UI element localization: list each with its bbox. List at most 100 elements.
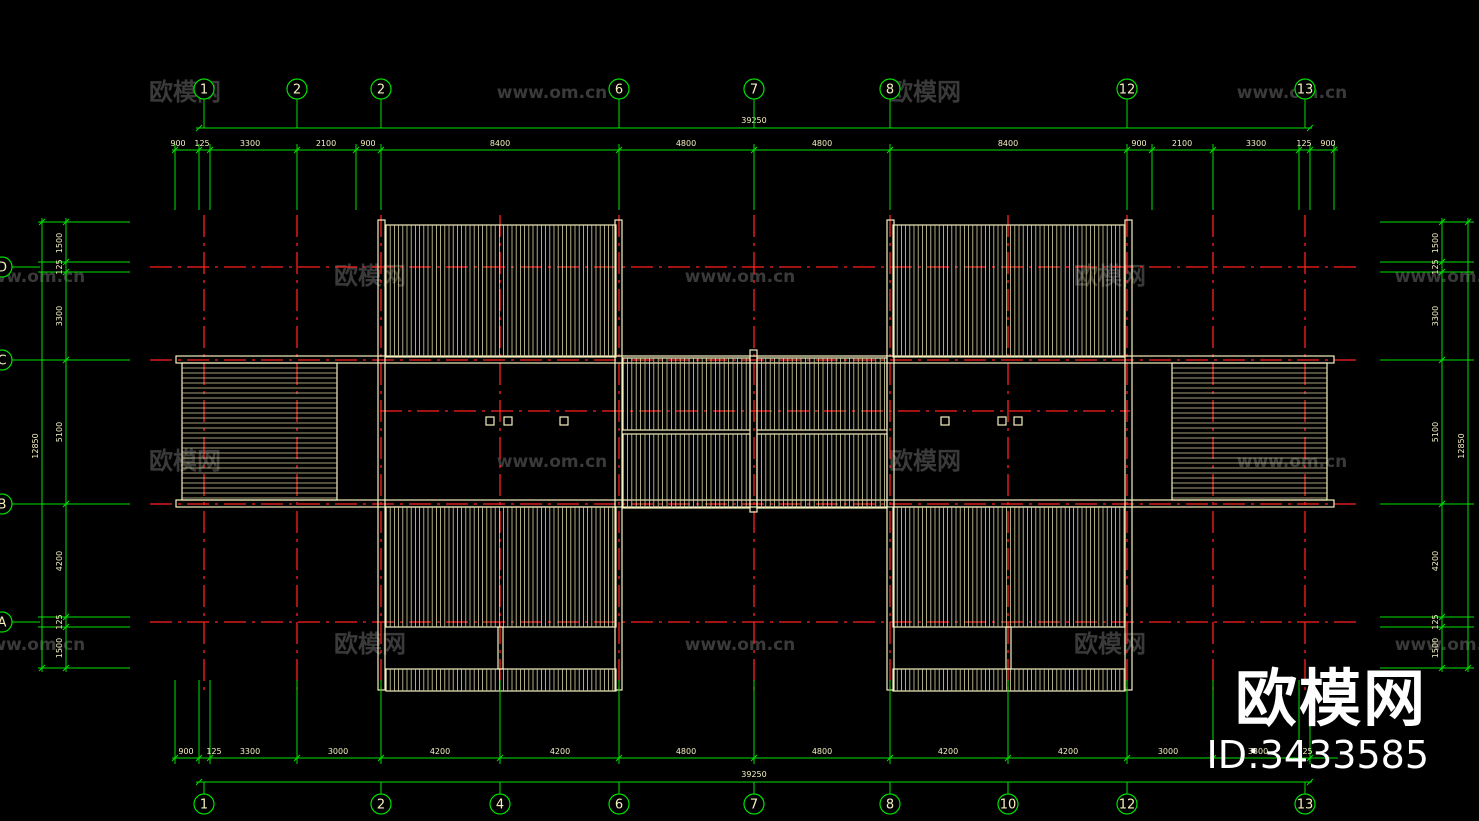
dimension-tick	[195, 778, 203, 786]
axis-bubble-bottom-label: 2	[377, 798, 385, 813]
dimension-value-top: 900	[1131, 139, 1146, 148]
eave-beam	[175, 355, 1335, 364]
watermark-text: www.om.cn	[1237, 452, 1348, 472]
dimension-value-right: 5100	[1431, 422, 1440, 442]
axis-bubble-left-label: C	[0, 354, 7, 369]
dimension-value-bottom: 3000	[1158, 747, 1178, 756]
axis-bubble-bottom	[489, 793, 511, 815]
axis-bubble-top	[193, 78, 215, 100]
dimension-value-bottom: 125	[1297, 747, 1312, 756]
dimension-tick	[1464, 218, 1472, 226]
dimension-value-left: 1500	[55, 638, 64, 658]
axis-bubble-left	[0, 611, 13, 633]
dimension-value-top: 8400	[490, 139, 510, 148]
dimension-value-right: 1500	[1431, 638, 1440, 658]
roof-hatched-block	[892, 224, 1126, 358]
axis-bubble-left	[0, 493, 13, 515]
axis-bubble-bottom-label: 13	[1297, 798, 1314, 813]
dimension-total-right: 12850	[1457, 433, 1466, 458]
dimension-value-top: 3300	[1246, 139, 1266, 148]
skylight	[485, 416, 495, 426]
axis-bubble-bottom-label: 7	[750, 798, 758, 813]
watermark-text: www.om.cn	[1395, 635, 1479, 655]
watermark-text: www.om.cn	[1237, 83, 1348, 103]
axis-bubble-top-label: 6	[615, 83, 623, 98]
lower-divider	[1005, 626, 1012, 670]
dimension-total-left: 12850	[31, 433, 40, 458]
dimension-value-bottom: 900	[178, 747, 193, 756]
axis-bubble-top	[1294, 78, 1316, 100]
watermark-text: 欧模网	[149, 447, 221, 475]
dimension-value-bottom: 3000	[328, 747, 348, 756]
axis-bubble-bottom	[1294, 793, 1316, 815]
dimension-value-top: 3300	[240, 139, 260, 148]
axis-bubble-bottom-label: 1	[200, 798, 208, 813]
axis-bubble-bottom-label: 12	[1119, 798, 1136, 813]
right-wing-roof	[1171, 362, 1328, 501]
dimension-value-top: 2100	[316, 139, 336, 148]
watermark-text: 欧模网	[1074, 630, 1146, 658]
dimension-value-right: 125	[1431, 259, 1440, 274]
skylight	[503, 416, 513, 426]
eave-beam	[175, 499, 1335, 508]
roof-hatched-block	[385, 224, 617, 358]
axis-bubble-top-label: 2	[377, 83, 385, 98]
dimension-tick	[1464, 664, 1472, 672]
dimension-value-left: 5100	[55, 422, 64, 442]
axis-bubble-left	[0, 256, 13, 278]
dimension-value-top: 4800	[676, 139, 696, 148]
dimension-value-bottom: 4200	[938, 747, 958, 756]
watermark-text: 欧模网	[889, 78, 961, 106]
axis-bubble-top	[743, 78, 765, 100]
watermark-text: www.om.cn	[685, 267, 796, 287]
axis-bubble-left-label: A	[0, 616, 7, 631]
axis-bubble-left-label: D	[0, 261, 7, 276]
axis-bubble-left	[0, 349, 13, 371]
axis-bubble-bottom	[743, 793, 765, 815]
watermark-text: 欧模网	[889, 447, 961, 475]
roof-outline-layer	[175, 219, 1335, 692]
dimension-value-left: 3300	[55, 306, 64, 326]
dimension-value-top: 900	[1320, 139, 1335, 148]
watermark-text: 欧模网	[334, 630, 406, 658]
dimension-value-bottom: 4800	[676, 747, 696, 756]
axis-bubble-top-label: 7	[750, 83, 758, 98]
dimension-value-top: 8400	[998, 139, 1018, 148]
skylight	[940, 416, 950, 426]
roof-post	[1124, 219, 1133, 691]
dimension-tick	[1306, 778, 1314, 786]
left-wing-roof	[181, 362, 338, 501]
dimension-value-left: 125	[55, 259, 64, 274]
axis-bubble-bottom-label: 8	[886, 798, 894, 813]
axis-bubble-top-label: 13	[1297, 83, 1314, 98]
watermark-text: www.om.cn	[0, 267, 85, 287]
dimension-value-bottom: 4200	[430, 747, 450, 756]
watermark-text: www.om.cn	[0, 635, 85, 655]
dimension-value-right: 4200	[1431, 551, 1440, 571]
dimension-value-bottom: 4200	[1058, 747, 1078, 756]
axis-bubble-bottom	[997, 793, 1019, 815]
center-post	[749, 349, 758, 513]
dimension-value-left: 1500	[55, 233, 64, 253]
axis-bubble-bottom	[1116, 793, 1138, 815]
dimension-value-bottom: 3300	[1248, 747, 1268, 756]
center-roof-block	[756, 357, 888, 431]
skylight	[997, 416, 1007, 426]
axis-grid-lines	[150, 215, 1360, 690]
axis-bubble-bottom	[193, 793, 215, 815]
lower-divider	[497, 626, 504, 670]
axis-bubble-top	[1116, 78, 1138, 100]
axis-bubble-bottom	[879, 793, 901, 815]
axis-bubble-top	[286, 78, 308, 100]
axis-bubble-top-label: 2	[293, 83, 301, 98]
dimension-tick	[38, 218, 46, 226]
dimension-value-left: 4200	[55, 551, 64, 571]
watermark-text: 欧模网	[334, 262, 406, 290]
dimension-value-bottom: 125	[206, 747, 221, 756]
watermark-text: www.om.cn	[497, 83, 608, 103]
axis-bubble-top	[370, 78, 392, 100]
center-roof-block	[622, 357, 751, 431]
